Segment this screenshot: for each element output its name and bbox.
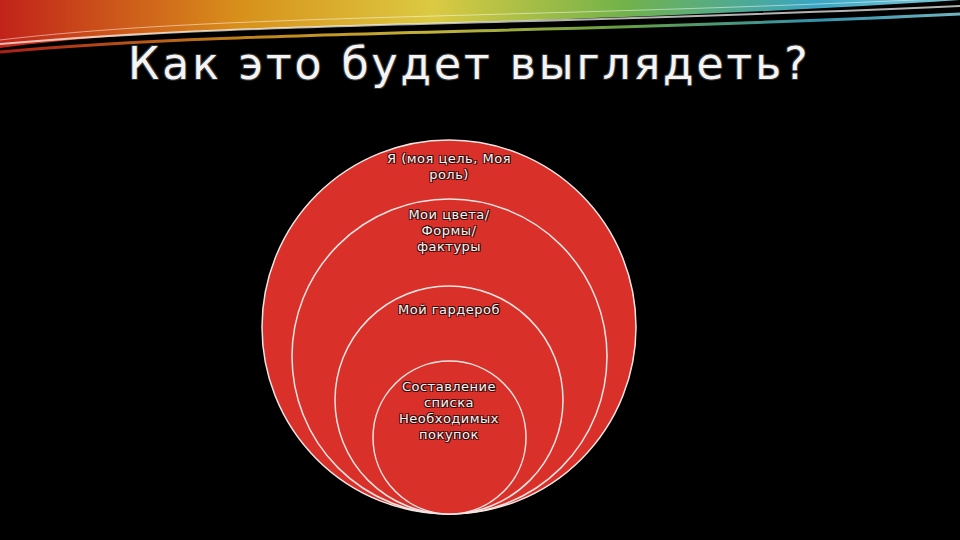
nested-circle: Составление списка Необходимых покупок (372, 360, 527, 515)
circle-label: Я (моя цель, Моя роль) (383, 151, 515, 183)
circle-label: Мои цвета/ Формы/ фактуры (401, 207, 497, 255)
circle-label: Мой гардероб (391, 302, 507, 318)
circle-label: Составление списка Необходимых покупок (393, 379, 505, 443)
nested-circle: Мои цвета/ Формы/ фактурыМой гардеробСос… (291, 198, 608, 515)
nested-circle: Мой гардеробСоставление списка Необходим… (334, 285, 564, 515)
slide-title: Как это будет выглядеть? (128, 38, 811, 89)
nested-circle: Я (моя цель, Моя роль) Мои цвета/ Формы/ … (261, 139, 637, 515)
